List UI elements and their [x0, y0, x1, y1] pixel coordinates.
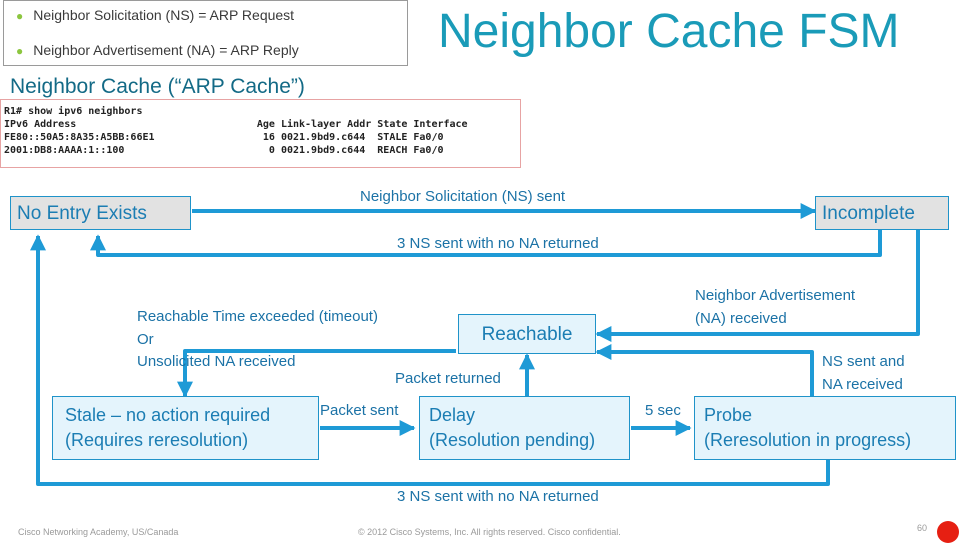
slide-subtitle: Neighbor Cache (“ARP Cache”) [10, 75, 305, 98]
state-sublabel: (Reresolution in progress) [704, 430, 912, 450]
legend-item-text: Neighbor Advertisement (NA) = ARP Reply [33, 42, 299, 58]
label-na-received-1: Neighbor Advertisement [695, 287, 856, 304]
bullet-icon: ● [16, 44, 24, 58]
state-sublabel: (Resolution pending) [429, 430, 596, 450]
label-three-ns-bottom: 3 NS sent with no NA returned [397, 488, 599, 505]
state-label: Stale – no action required [65, 405, 271, 425]
slide-title: Neighbor Cache FSM [438, 5, 900, 58]
arrow-incomplete-to-no-entry [90, 230, 882, 257]
state-label: Reachable [481, 324, 573, 345]
legend-item: ● Neighbor Advertisement (NA) = ARP Reply [16, 42, 299, 58]
cli-line: R1# show ipv6 neighbors [4, 106, 143, 117]
label-five-sec: 5 sec [645, 402, 681, 419]
footer-copyright: © 2012 Cisco Systems, Inc. All rights re… [358, 527, 621, 537]
label-three-ns-top: 3 NS sent with no NA returned [397, 235, 599, 252]
arrow-incomplete-to-reachable [595, 230, 920, 342]
state-label: Incomplete [822, 203, 915, 224]
state-no-entry-exists: No Entry Exists [10, 196, 191, 230]
cli-line: FE80::50A5:8A35:A5BB:66E1 16 0021.9bd9.c… [4, 132, 444, 143]
label-na-received-2: (NA) received [695, 310, 787, 327]
label-packet-returned: Packet returned [395, 370, 501, 387]
state-label: No Entry Exists [17, 203, 147, 224]
state-label: Delay [429, 405, 476, 425]
bullet-icon: ● [16, 9, 24, 23]
page-number: 60 [917, 523, 928, 533]
state-stale: Stale – no action required (Requires rer… [52, 396, 319, 460]
legend-item: ● Neighbor Solicitation (NS) = ARP Reques… [16, 7, 294, 23]
arrow-probe-to-no-entry [30, 234, 830, 486]
state-sublabel: (Requires reresolution) [65, 430, 249, 450]
label-packet-sent: Packet sent [320, 402, 399, 419]
label-ns-na-2: NA received [822, 376, 903, 393]
cli-line: IPv6 Address Age Link-layer Addr State I… [4, 119, 468, 130]
label-timeout-3: Unsolicited NA received [137, 353, 296, 370]
label-ns-na-1: NS sent and [822, 353, 905, 370]
arrow-probe-to-reachable [595, 344, 814, 396]
state-delay: Delay (Resolution pending) [419, 396, 630, 460]
state-label: Probe [704, 405, 753, 425]
footer-left: Cisco Networking Academy, US/Canada [18, 527, 179, 537]
arrow-reachable-to-stale [177, 349, 456, 398]
state-incomplete: Incomplete [815, 196, 949, 230]
legend-item-text: Neighbor Solicitation (NS) = ARP Request [33, 7, 295, 23]
red-dot-badge [937, 521, 959, 543]
legend-box: ● Neighbor Solicitation (NS) = ARP Reques… [3, 0, 408, 66]
label-timeout-2: Or [137, 331, 154, 348]
state-probe: Probe (Reresolution in progress) [694, 396, 956, 460]
state-reachable: Reachable [458, 314, 596, 354]
label-ns-sent: Neighbor Solicitation (NS) sent [360, 188, 566, 205]
label-timeout-1: Reachable Time exceeded (timeout) [137, 308, 378, 325]
cli-line: 2001:DB8:AAAA:1::100 0 0021.9bd9.c644 RE… [4, 145, 444, 156]
cli-output: R1# show ipv6 neighbors IPv6 Address Age… [0, 99, 521, 168]
